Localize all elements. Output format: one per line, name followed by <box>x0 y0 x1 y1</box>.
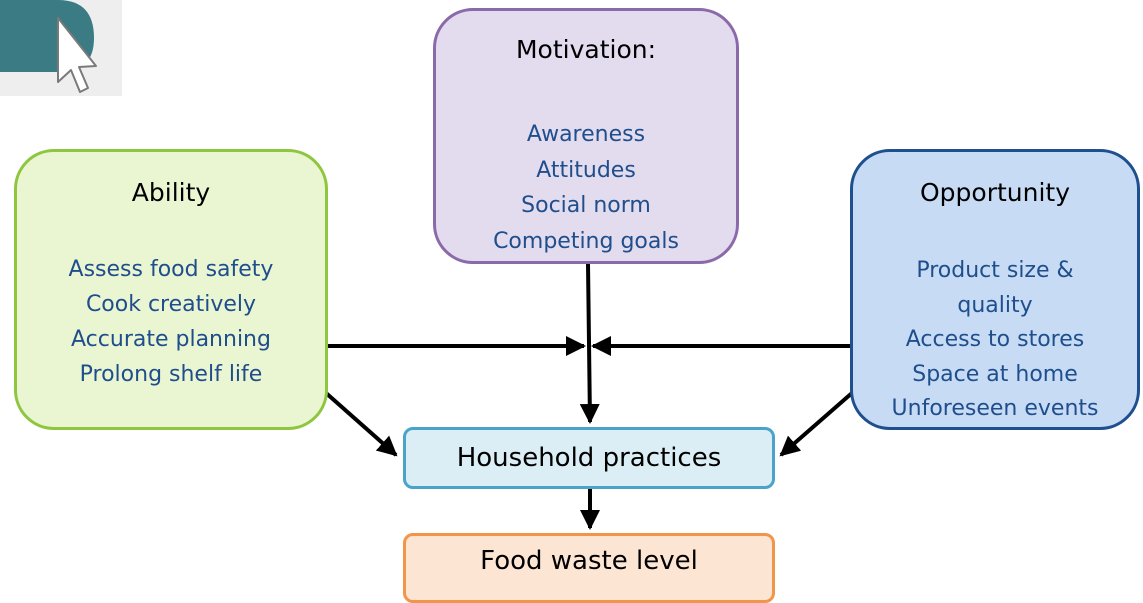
opportunity-item: Unforeseen events <box>891 396 1099 421</box>
opportunity-item: Space at home <box>912 361 1078 387</box>
motivation-item: Competing goals <box>493 228 679 254</box>
motivation-box: Motivation: Awareness Attitudes Social n… <box>433 8 739 264</box>
household-practices-title: Household practices <box>456 443 722 473</box>
opportunity-item: Access to stores <box>905 327 1085 352</box>
motivation-title: Motivation: <box>515 35 657 64</box>
ability-item: Accurate planning <box>71 327 271 352</box>
opportunity-to-household-arrow <box>779 391 854 457</box>
opportunity-item: Product size & <box>916 258 1074 283</box>
food-waste-level-box: Food waste level <box>403 533 775 603</box>
ability-item: Cook creatively <box>85 292 257 317</box>
ability-to-household-arrow <box>324 391 398 457</box>
ability-item: Assess food safety <box>68 257 274 282</box>
ability-items: Assess food safety Cook creatively Accur… <box>17 252 325 392</box>
mouse-pointer-icon <box>0 0 122 96</box>
ability-box: Ability Assess food safety Cook creative… <box>14 149 328 430</box>
motivation-to-household-arrow <box>579 263 600 424</box>
ability-title: Ability <box>131 178 211 207</box>
opportunity-title: Opportunity <box>919 178 1071 207</box>
opportunity-box: Opportunity Product size & quality Acces… <box>850 149 1140 430</box>
household-practices-box: Household practices <box>403 427 775 489</box>
ability-item: Prolong shelf life <box>79 362 263 387</box>
food-waste-level-title: Food waste level <box>480 546 698 576</box>
opportunity-item: quality <box>957 292 1033 318</box>
motivation-item: Awareness <box>526 122 646 147</box>
motivation-item: Attitudes <box>536 157 636 183</box>
motivation-item: Social norm <box>521 193 651 218</box>
opportunity-items: Product size & quality Access to stores … <box>853 254 1137 427</box>
motivation-items: Awareness Attitudes Social norm Competin… <box>436 117 736 259</box>
cursor-thumbnail <box>0 0 122 96</box>
